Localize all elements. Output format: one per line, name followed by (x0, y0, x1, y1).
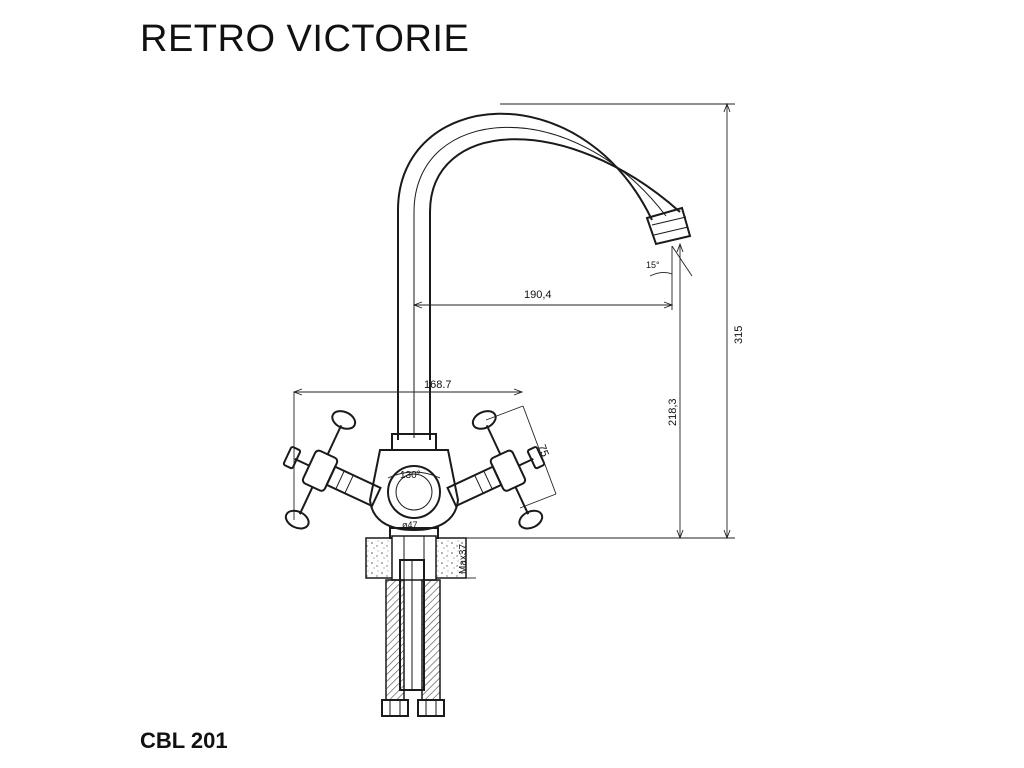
dim-spout-reach: 190,4 (524, 289, 552, 301)
dim-handles-angle: 130° (400, 470, 421, 481)
spout (397, 112, 692, 440)
supply-hoses (381, 559, 445, 717)
dim-outlet-height: 218,3 (667, 398, 679, 426)
dim-max-thickness: Max37 (458, 544, 469, 574)
dim-handle-height: 75 (535, 443, 550, 459)
dim-total-height: 315 (733, 326, 745, 344)
dim-handles-width: 168.7 (424, 379, 452, 391)
countertop-section (365, 535, 467, 581)
right-handle (446, 410, 546, 530)
dim-base-diameter: ø47 (402, 520, 418, 530)
dimension-lines (292, 102, 735, 579)
dim-spout-angle: 15° (646, 260, 660, 270)
model-code: CBL 201 (140, 728, 228, 753)
faucet-body (368, 449, 460, 539)
product-title: RETRO VICTORIE (140, 18, 470, 60)
left-handle (282, 410, 382, 530)
